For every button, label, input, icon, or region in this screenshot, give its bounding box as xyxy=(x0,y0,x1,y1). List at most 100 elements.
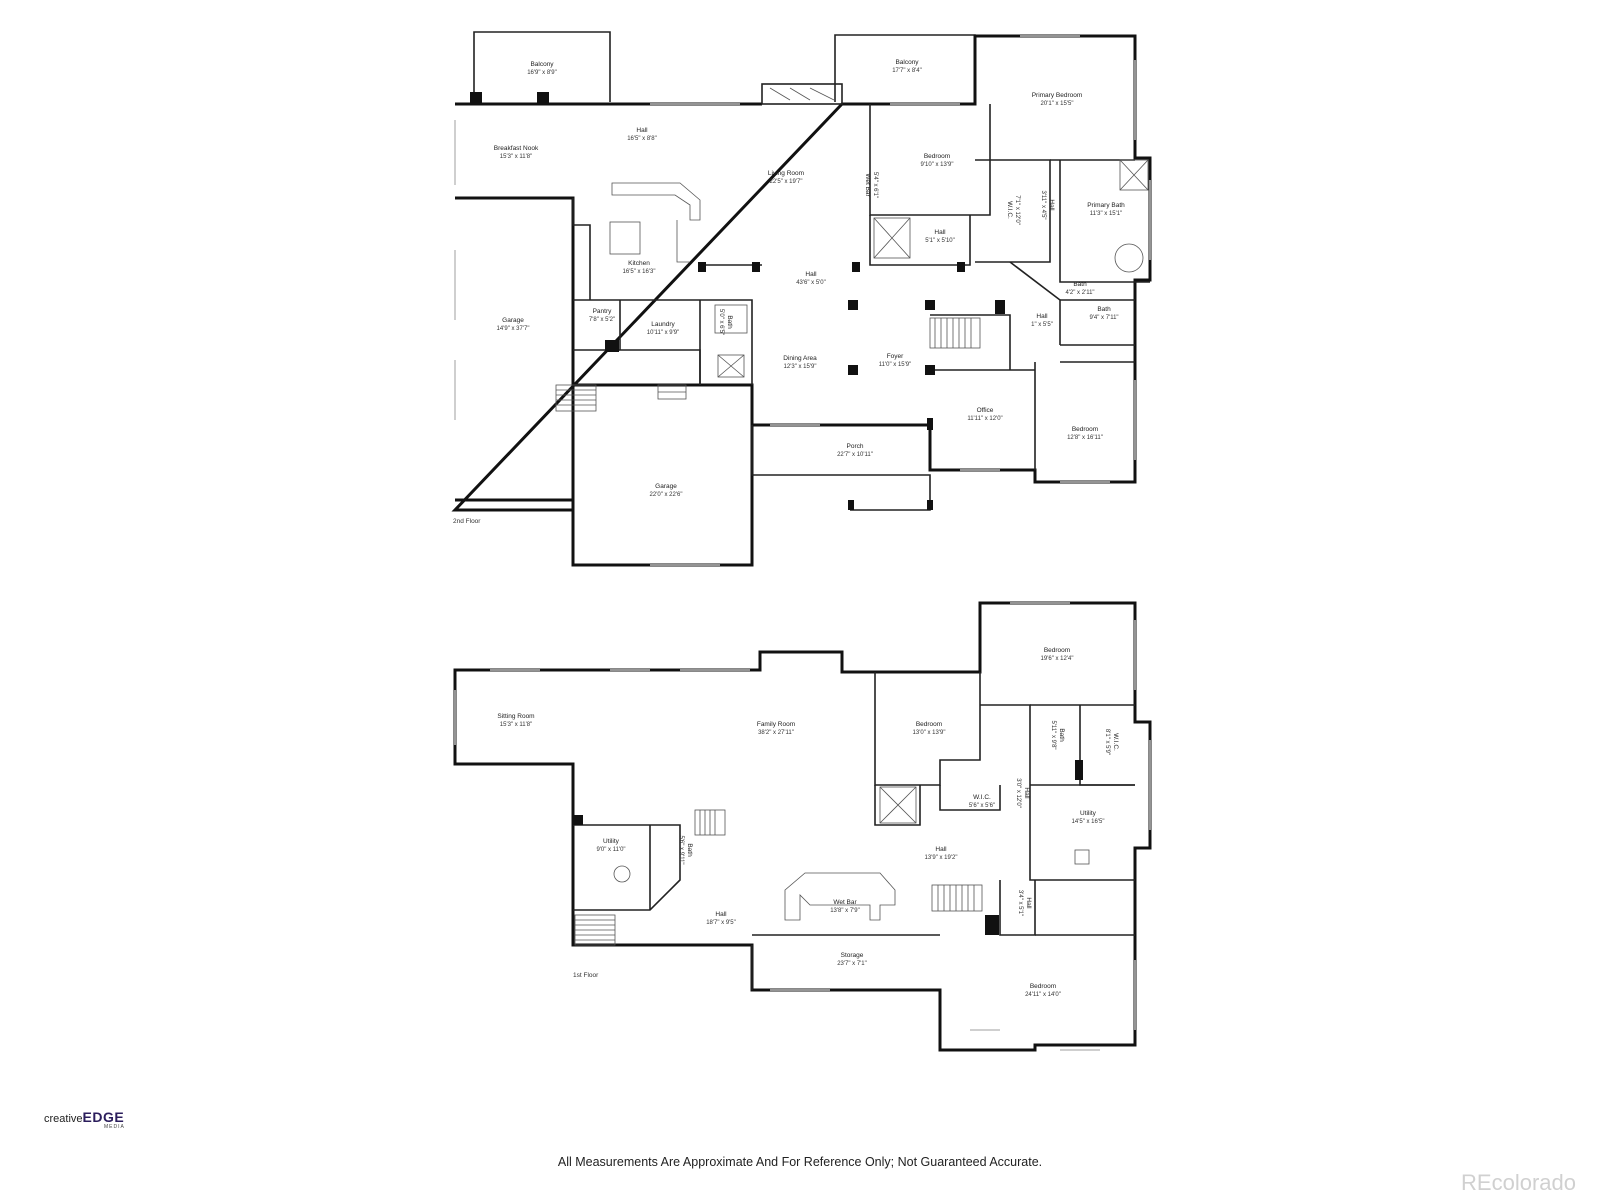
room-name: Garage xyxy=(502,317,524,324)
room-name: Pantry xyxy=(593,308,613,315)
upper-floor-plan xyxy=(451,31,1152,567)
room-name: Bedroom xyxy=(1044,647,1070,654)
room-name: Hall xyxy=(934,229,946,236)
room-dimensions: 4'2" x 2'11" xyxy=(1065,290,1094,296)
room-dimensions: 43'6" x 5'0" xyxy=(796,280,826,286)
room-name: Bath xyxy=(1073,281,1087,288)
room-name: Kitchen xyxy=(628,260,650,267)
room-name: Bath xyxy=(726,315,733,329)
room-name: Bath xyxy=(1097,306,1111,313)
room-dimensions: 3'11" x 4'5" xyxy=(1040,190,1046,219)
brand-sub: MEDIA xyxy=(104,1124,125,1130)
room-dimensions: 19'6" x 12'4" xyxy=(1041,656,1074,662)
room-name: Balcony xyxy=(895,59,919,66)
room-dimensions: 8'1" x 5'9" xyxy=(1104,729,1110,755)
room-name: Living Room xyxy=(768,170,804,177)
room-dimensions: 11'11" x 12'0" xyxy=(967,416,1002,422)
room-name: Bedroom xyxy=(1072,426,1098,433)
room-name: W.I.C. xyxy=(1112,733,1119,751)
room-name: Breakfast Nook xyxy=(494,145,539,152)
lower-floor-label: 1st Floor xyxy=(573,972,599,979)
room-dimensions: 1" x 5'5" xyxy=(1031,322,1053,328)
room-dimensions: 15'3" x 11'8" xyxy=(500,154,532,160)
room-dimensions: 3'4" x 5'1" xyxy=(1017,890,1023,916)
room-dimensions: 5'1" x 5'10" xyxy=(925,238,955,244)
room-name: Bedroom xyxy=(1030,983,1056,990)
room-name: Laundry xyxy=(651,321,675,328)
room-dimensions: 16'9" x 8'9" xyxy=(527,70,557,76)
room-dimensions: 22'5" x 19'7" xyxy=(770,179,803,185)
room-dimensions: 22'0" x 22'6" xyxy=(650,492,683,498)
upper-floor-labels: Balcony 16'9" x 8'9" Balcony 17'7" x 8'4… xyxy=(453,59,1125,525)
room-dimensions: 13'9" x 19'2" xyxy=(925,855,958,861)
room-dimensions: 5'4" x 6'1" xyxy=(872,172,878,198)
room-dimensions: 3'0" x 12'0" xyxy=(1015,778,1021,808)
room-dimensions: 12'3" x 15'9" xyxy=(784,364,817,370)
room-dimensions: 5'6" x 9'11" xyxy=(678,835,684,864)
room-name: Hall xyxy=(1048,199,1055,211)
room-name: Garage xyxy=(655,483,677,490)
upper-floor-label: 2nd Floor xyxy=(453,518,481,525)
lower-floor-labels: Bedroom 19'6" x 12'4" Sitting Room 15'3"… xyxy=(497,647,1119,998)
room-dimensions: 7'1" x 12'0" xyxy=(1014,195,1020,225)
room-dimensions: 14'9" x 37'7" xyxy=(497,326,530,332)
room-name: Bath xyxy=(1058,728,1065,742)
room-dimensions: 13'8" x 7'9" xyxy=(830,908,860,914)
room-dimensions: 5'11" x 9'8" xyxy=(1050,720,1056,749)
room-dimensions: 18'7" x 9'5" xyxy=(706,920,736,926)
room-name: Hall xyxy=(715,911,727,918)
room-dimensions: 22'7" x 10'11" xyxy=(837,452,873,458)
room-dimensions: 17'7" x 8'4" xyxy=(892,68,922,74)
room-name: Porch xyxy=(847,443,864,450)
room-name: Utility xyxy=(603,838,620,845)
disclaimer-text: All Measurements Are Approximate And For… xyxy=(557,1155,1043,1169)
room-dimensions: 11'0" x 15'9" xyxy=(879,362,911,368)
room-name: Utility xyxy=(1080,810,1097,817)
lower-floor-plan xyxy=(453,601,1152,1052)
room-name: Primary Bedroom xyxy=(1032,92,1083,99)
room-name: Hall xyxy=(805,271,817,278)
room-name: Storage xyxy=(841,952,864,959)
room-name: Family Room xyxy=(757,721,795,728)
room-dimensions: 10'11" x 9'9" xyxy=(647,330,679,336)
room-name: Bedroom xyxy=(924,153,950,160)
room-dimensions: 12'8" x 16'11" xyxy=(1067,435,1103,441)
room-dimensions: 14'5" x 16'5" xyxy=(1072,819,1105,825)
room-dimensions: 15'3" x 11'8" xyxy=(500,722,532,728)
room-dimensions: 5'6" x 5'6" xyxy=(969,803,995,809)
room-dimensions: 38'2" x 27'11" xyxy=(758,730,794,736)
room-name: Foyer xyxy=(887,353,904,360)
room-dimensions: 24'11" x 14'0" xyxy=(1025,992,1061,998)
room-name: Wet Bar xyxy=(864,173,871,197)
room-name: Hall xyxy=(1036,313,1048,320)
room-name: Hall xyxy=(1025,897,1032,909)
room-name: Hall xyxy=(1023,787,1030,799)
room-dimensions: 9'10" x 13'9" xyxy=(921,162,954,168)
room-name: Balcony xyxy=(530,61,554,68)
room-name: Bedroom xyxy=(916,721,942,728)
room-dimensions: 9'0" x 11'0" xyxy=(596,847,625,853)
room-dimensions: 9'4" x 7'11" xyxy=(1089,315,1118,321)
brand-prefix: creative xyxy=(44,1113,83,1125)
room-name: W.I.C. xyxy=(1006,201,1013,219)
room-dimensions: 5'0" x 6'5" xyxy=(718,309,724,335)
brand-name: EDGE xyxy=(82,1109,125,1125)
room-name: Sitting Room xyxy=(497,713,534,720)
room-name: Dining Area xyxy=(783,355,817,362)
room-dimensions: 16'5" x 16'3" xyxy=(623,269,656,275)
brand-logo: creativeEDGE MEDIA xyxy=(44,1110,125,1130)
room-dimensions: 23'7" x 7'1" xyxy=(837,961,867,967)
room-name: W.I.C. xyxy=(973,794,991,801)
watermark-text: REcolorado xyxy=(1461,1170,1576,1195)
room-name: Office xyxy=(977,407,994,414)
room-dimensions: 20'1" x 15'5" xyxy=(1041,101,1074,107)
room-dimensions: 7'8" x 5'2" xyxy=(589,317,615,323)
room-name: Hall xyxy=(636,127,648,134)
room-name: Wet Bar xyxy=(833,899,857,906)
room-dimensions: 13'0" x 13'9" xyxy=(913,730,946,736)
room-name: Bath xyxy=(686,843,693,857)
room-name: Hall xyxy=(935,846,947,853)
room-name: Primary Bath xyxy=(1087,202,1125,209)
room-dimensions: 11'3" x 15'1" xyxy=(1090,211,1122,217)
